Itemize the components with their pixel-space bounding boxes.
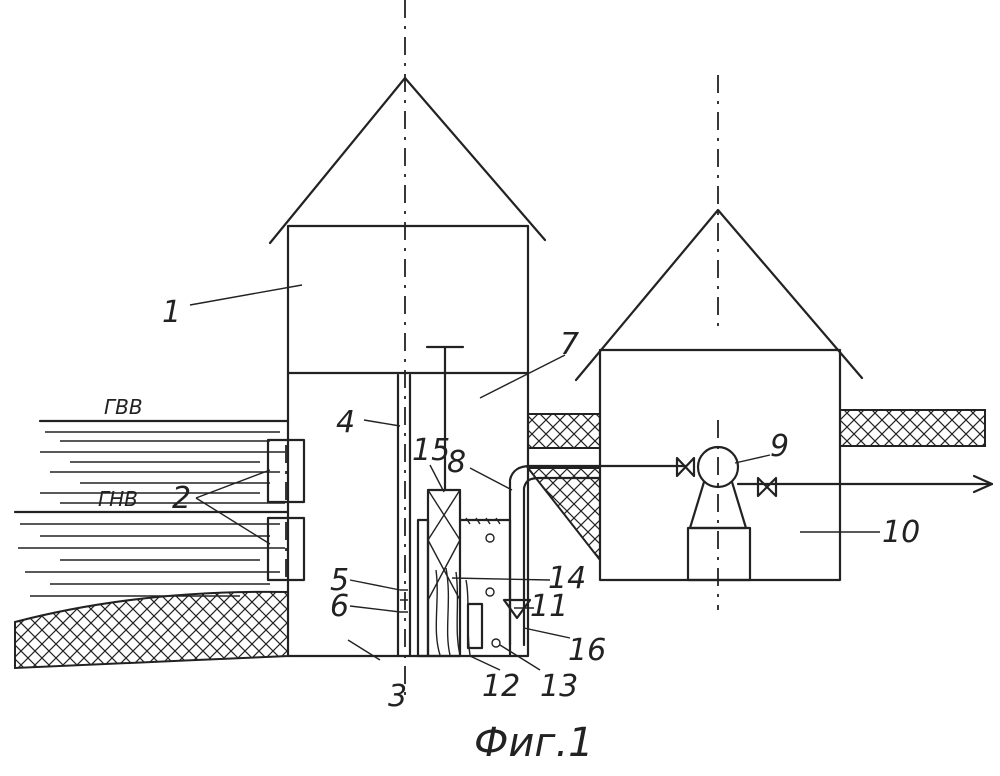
label-16: 16 <box>568 633 606 668</box>
gate-assembly <box>416 345 465 658</box>
label-15: 15 <box>412 433 450 468</box>
label-11: 11 <box>530 589 568 624</box>
soil-right-upper <box>527 413 601 449</box>
ground-right <box>839 409 986 447</box>
intake-building <box>268 0 547 700</box>
label-8: 8 <box>447 445 466 480</box>
label-7: 7 <box>560 327 579 362</box>
label-3: 3 <box>388 679 407 714</box>
water-body <box>13 419 290 597</box>
label-gnv: ГНВ <box>98 487 138 511</box>
label-2: 2 <box>172 481 191 516</box>
label-5: 5 <box>330 563 349 598</box>
riverbed-soil <box>14 590 289 670</box>
soil-right-slope <box>525 467 601 563</box>
label-9: 9 <box>770 429 789 464</box>
label-gvv: ГВВ <box>104 395 143 419</box>
label-1: 1 <box>162 295 181 330</box>
label-10: 10 <box>882 515 920 550</box>
pump-house <box>574 75 994 610</box>
filter-chamber <box>435 517 512 658</box>
label-12: 12 <box>482 669 520 704</box>
label-13: 13 <box>540 669 578 704</box>
label-14: 14 <box>548 561 586 596</box>
intake-screens <box>266 438 306 582</box>
leader-lines <box>189 284 880 671</box>
delivery-pipe <box>502 464 688 647</box>
label-6: 6 <box>330 589 349 624</box>
figure-caption: Фиг.1 <box>474 720 594 766</box>
label-4: 4 <box>336 405 355 440</box>
suction-pipe <box>396 373 412 658</box>
